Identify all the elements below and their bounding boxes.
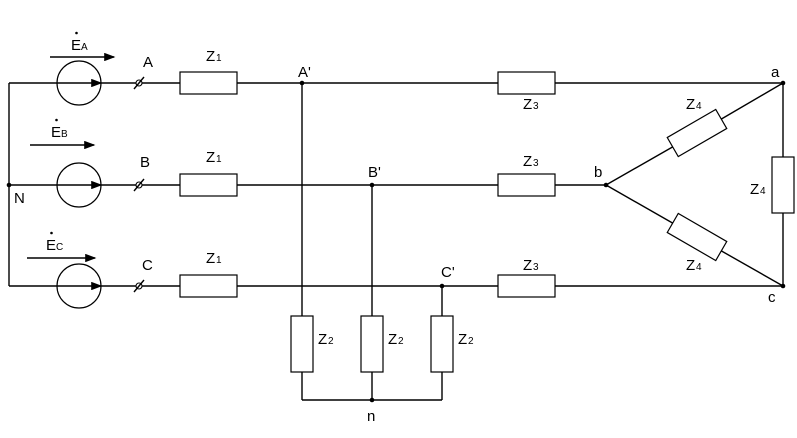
svg-text:Z: Z xyxy=(750,181,759,198)
svg-text:3: 3 xyxy=(533,158,539,169)
svg-text:4: 4 xyxy=(696,262,702,273)
z1-phase-b-box xyxy=(179,173,238,197)
junction-n-star xyxy=(369,397,375,403)
junction-a-prime xyxy=(299,80,305,86)
node-label-n-neutral: N xyxy=(14,190,25,207)
svg-text:2: 2 xyxy=(468,336,474,347)
node-label-b-prime: B' xyxy=(368,164,381,181)
z3-phase-c-box xyxy=(497,274,556,298)
z2-b-prime-label: Z 2 xyxy=(388,331,404,348)
svg-text:2: 2 xyxy=(398,336,404,347)
z1-phase-c-label: Z 1 xyxy=(206,250,222,267)
z4-b-a-box xyxy=(666,108,728,158)
node-label-a: A xyxy=(143,54,153,71)
z1-phase-b-label: Z 1 xyxy=(206,149,222,166)
node-label-n-star: n xyxy=(367,408,375,425)
source-c: E C xyxy=(27,231,103,309)
svg-text:2: 2 xyxy=(328,336,334,347)
z1-phase-a-label: Z 1 xyxy=(206,48,222,65)
node-label-c-lower: c xyxy=(768,289,776,306)
svg-text:3: 3 xyxy=(533,101,539,112)
svg-text:Z: Z xyxy=(523,96,532,113)
svg-text:4: 4 xyxy=(696,101,702,112)
emf-c-subscript: C xyxy=(56,242,63,253)
b-c-wire-upper xyxy=(605,184,677,226)
z3-phase-c-label: Z 3 xyxy=(523,257,539,274)
b-a-wire-upper xyxy=(717,82,784,122)
emf-c-phasor-dot xyxy=(50,231,53,235)
emf-a-subscript: A xyxy=(81,42,88,53)
junction-c xyxy=(780,283,786,289)
b-c-wire-lower xyxy=(717,248,784,287)
svg-text:4: 4 xyxy=(760,186,766,197)
svg-text:Z: Z xyxy=(206,149,215,166)
emf-a-phasor-dot xyxy=(75,31,78,35)
node-label-b: B xyxy=(140,154,150,171)
z3-phase-a-box xyxy=(497,71,556,95)
node-label-a-lower: a xyxy=(771,64,780,81)
z4-b-c-label: Z 4 xyxy=(686,257,702,274)
source-b: E B xyxy=(30,118,103,208)
svg-text:Z: Z xyxy=(206,48,215,65)
svg-text:Z: Z xyxy=(523,153,532,170)
z4-b-c-box xyxy=(666,212,728,262)
z2-c-prime-label: Z 2 xyxy=(458,331,474,348)
source-a: E A xyxy=(50,31,116,106)
node-label-c: C xyxy=(142,257,153,274)
terminal-b-symbol xyxy=(133,178,145,192)
emf-c-label: E xyxy=(46,237,56,254)
svg-text:Z: Z xyxy=(318,331,327,348)
junction-c-prime xyxy=(439,283,445,289)
emf-b-label: E xyxy=(51,124,61,141)
z3-phase-b-box xyxy=(497,173,556,197)
svg-text:Z: Z xyxy=(523,257,532,274)
z4-a-c-box xyxy=(771,156,795,214)
z2-c-prime-box xyxy=(430,315,454,373)
junction-b xyxy=(603,182,609,188)
svg-text:3: 3 xyxy=(533,262,539,273)
z4-a-c-label: Z 4 xyxy=(750,181,766,198)
emf-a-label: E xyxy=(71,37,81,54)
svg-text:Z: Z xyxy=(686,96,695,113)
junction-n xyxy=(6,182,12,188)
terminal-a-symbol xyxy=(133,76,145,90)
junction-b-prime xyxy=(369,182,375,188)
z3-phase-a-label: Z 3 xyxy=(523,96,539,113)
node-label-b-lower: b xyxy=(594,164,602,181)
z1-phase-c-box xyxy=(179,274,238,298)
svg-text:Z: Z xyxy=(388,331,397,348)
z1-phase-a-box xyxy=(179,71,238,95)
emf-b-phasor-dot xyxy=(55,118,58,122)
svg-text:1: 1 xyxy=(216,154,222,165)
emf-b-subscript: B xyxy=(61,129,68,140)
node-label-c-prime: C' xyxy=(441,264,455,281)
node-label-a-prime: A' xyxy=(298,64,311,81)
svg-text:1: 1 xyxy=(216,255,222,266)
junction-a xyxy=(780,80,786,86)
svg-text:1: 1 xyxy=(216,53,222,64)
z2-b-prime-box xyxy=(360,315,384,373)
terminal-c-symbol xyxy=(133,279,145,293)
b-a-wire-lower xyxy=(605,144,677,186)
z3-phase-b-label: Z 3 xyxy=(523,153,539,170)
svg-text:Z: Z xyxy=(458,331,467,348)
z2-a-prime-label: Z 2 xyxy=(318,331,334,348)
z2-a-prime-box xyxy=(290,315,314,373)
z4-b-a-label: Z 4 xyxy=(686,96,702,113)
svg-text:Z: Z xyxy=(686,257,695,274)
svg-text:Z: Z xyxy=(206,250,215,267)
